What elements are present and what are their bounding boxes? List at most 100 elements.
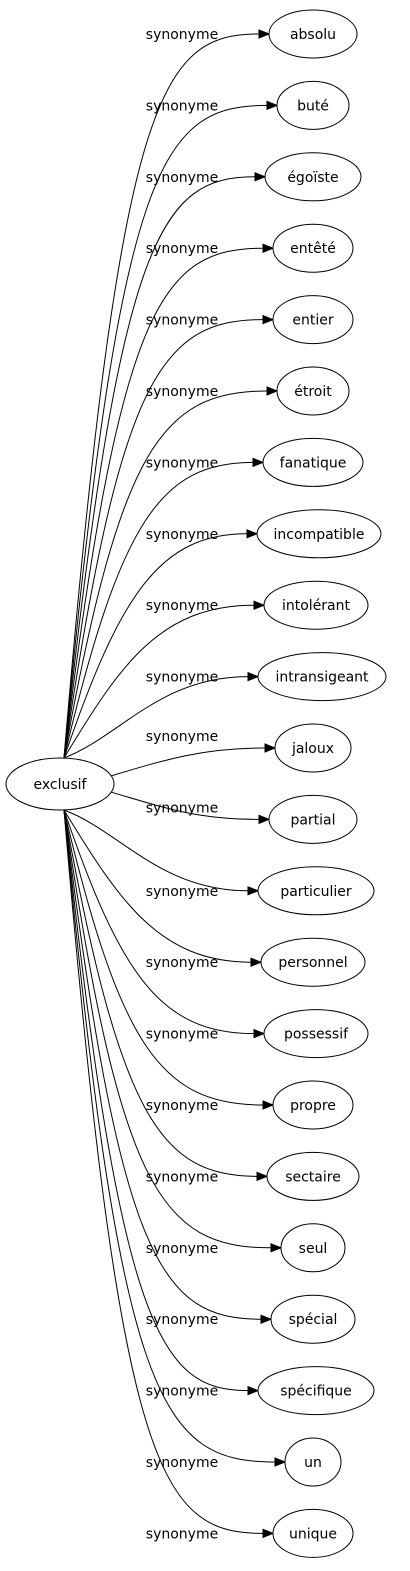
target-node-label: partial — [290, 812, 335, 828]
edge-label-special: synonyme — [146, 1312, 218, 1328]
target-node-ellipse — [272, 1508, 354, 1558]
edge-label-fanatique: synonyme — [146, 455, 218, 471]
target-node-ellipse — [274, 723, 352, 773]
target-node-incompatible: incompatible — [256, 509, 382, 559]
target-node-ellipse — [268, 794, 358, 844]
arrowhead-icon — [274, 1457, 287, 1467]
edges: synonymesynonymesynonymesynonymesynonyme… — [63, 27, 287, 1542]
source-node-ellipse — [5, 757, 115, 811]
edge-line-personnel — [63, 809, 252, 963]
arrowhead-icon — [256, 1171, 269, 1182]
target-node-label: intolérant — [282, 598, 351, 614]
edge-line-fanatique — [63, 461, 254, 759]
edge-label-sectaire: synonyme — [146, 1169, 218, 1185]
target-node-entete: entêté — [272, 223, 354, 273]
target-node-ellipse — [266, 1151, 360, 1201]
edge-line-possessif — [63, 809, 255, 1035]
arrowhead-icon — [253, 600, 266, 610]
target-node-label: spécifique — [280, 1384, 352, 1400]
edge-line-entete — [63, 247, 264, 759]
edge-un: synonyme — [63, 809, 287, 1471]
edge-line-incompatible — [63, 533, 248, 759]
arrowhead-icon — [262, 1100, 275, 1110]
edge-line-unique — [63, 809, 264, 1534]
edge-bute: synonyme — [63, 98, 279, 759]
target-node-label: spécial — [289, 1312, 338, 1328]
arrowhead-icon — [258, 29, 271, 39]
edge-label-incompatible: synonyme — [146, 527, 218, 543]
target-node-label: entier — [292, 313, 333, 329]
edge-possessif: synonyme — [63, 809, 266, 1043]
target-node-label: égoïste — [287, 170, 338, 186]
target-node-partial: partial — [268, 794, 358, 844]
target-node-unique: unique — [272, 1508, 354, 1558]
target-node-entier: entier — [272, 295, 354, 345]
edge-partial: synonyme — [109, 791, 271, 825]
edge-line-seul — [63, 809, 272, 1249]
target-node-label: intransigeant — [275, 670, 369, 686]
nodes: exclusif absolubutéégoïsteentêtéentierét… — [5, 9, 387, 1558]
target-node-sectaire: sectaire — [266, 1151, 360, 1201]
edge-personnel: synonyme — [63, 809, 263, 971]
edge-label-etroit: synonyme — [146, 384, 218, 400]
edge-entete: synonyme — [63, 241, 275, 759]
target-node-label: jaloux — [291, 741, 334, 757]
target-node-particulier: particulier — [257, 866, 375, 916]
arrowhead-icon — [247, 886, 260, 896]
target-node-un: un — [284, 1437, 342, 1487]
target-node-label: entêté — [290, 241, 336, 257]
target-node-label: incompatible — [274, 527, 365, 543]
target-node-ellipse — [257, 1366, 375, 1416]
target-node-personnel: personnel — [260, 937, 366, 987]
edge-line-intransigeant — [63, 676, 249, 759]
arrowhead-icon — [262, 314, 275, 325]
target-node-ellipse — [256, 509, 382, 559]
target-node-label: seul — [299, 1241, 328, 1257]
target-node-propre: propre — [272, 1080, 354, 1130]
edge-label-entier: synonyme — [146, 313, 218, 329]
target-node-ellipse — [263, 1009, 369, 1059]
edge-label-entete: synonyme — [146, 241, 218, 257]
target-node-label: un — [304, 1455, 322, 1471]
edge-line-specifique — [63, 809, 249, 1392]
target-node-ellipse — [260, 937, 366, 987]
edge-line-partial — [109, 791, 260, 820]
edge-label-partial: synonyme — [146, 800, 218, 816]
arrowhead-icon — [264, 743, 277, 753]
edge-label-intransigeant: synonyme — [146, 670, 218, 686]
edge-incompatible: synonyme — [63, 527, 259, 759]
edge-sectaire: synonyme — [63, 809, 269, 1185]
target-node-ellipse — [280, 1223, 346, 1273]
edge-label-absolu: synonyme — [146, 27, 218, 43]
arrowhead-icon — [266, 386, 279, 396]
target-node-ellipse — [272, 1080, 354, 1130]
edge-particulier: synonyme — [63, 809, 260, 900]
edge-label-unique: synonyme — [146, 1526, 218, 1542]
target-node-label: personnel — [278, 955, 347, 971]
edge-intolerant: synonyme — [63, 598, 266, 759]
edge-line-entier — [63, 319, 264, 759]
edge-propre: synonyme — [63, 809, 275, 1114]
edge-label-egoiste: synonyme — [146, 170, 218, 186]
target-node-specifique: spécifique — [257, 1366, 375, 1416]
target-node-ellipse — [272, 223, 354, 273]
edge-line-absolu — [63, 33, 260, 759]
target-node-ellipse — [262, 437, 364, 487]
edge-special: synonyme — [63, 809, 273, 1328]
target-node-label: particulier — [280, 884, 352, 900]
edge-label-propre: synonyme — [146, 1098, 218, 1114]
arrowhead-icon — [253, 1028, 266, 1039]
target-node-intransigeant: intransigeant — [257, 652, 387, 702]
edge-absolu: synonyme — [63, 27, 271, 759]
target-node-special: spécial — [270, 1294, 356, 1344]
arrowhead-icon — [247, 671, 260, 682]
target-node-absolu: absolu — [268, 9, 358, 59]
edge-label-personnel: synonyme — [146, 955, 218, 971]
arrowhead-icon — [246, 529, 259, 539]
edge-label-bute: synonyme — [146, 98, 218, 114]
edge-line-bute — [63, 104, 268, 759]
target-node-bute: buté — [276, 80, 350, 130]
edge-line-etroit — [63, 390, 268, 759]
arrowhead-icon — [260, 1314, 273, 1324]
arrowhead-icon — [270, 1243, 283, 1253]
